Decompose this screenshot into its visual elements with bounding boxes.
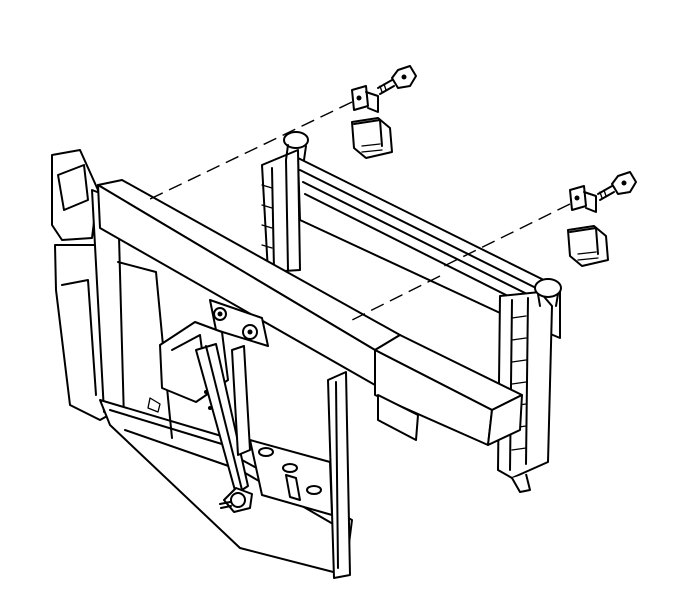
radiator-mount-right [567, 185, 609, 267]
alignment-lines [147, 101, 571, 321]
hood-latch-brace [159, 299, 269, 513]
radiator-mount-left [351, 85, 393, 159]
bolt-right [597, 171, 637, 201]
bolt-left [377, 65, 417, 95]
radiator-core-support [51, 149, 353, 579]
upper-tie-bar [97, 179, 523, 446]
